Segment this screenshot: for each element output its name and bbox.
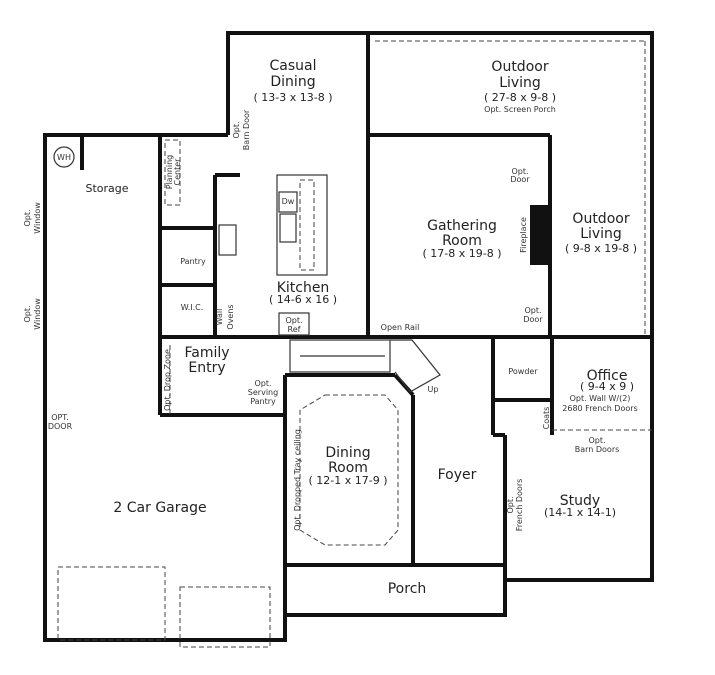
wall-ovens-label: Wall bbox=[215, 309, 224, 326]
family-entry-label: Family bbox=[184, 345, 229, 361]
tray-ceiling-label: Opt. Dropped Tray ceiling bbox=[293, 429, 302, 531]
wall-ovens-label-2: Ovens bbox=[226, 304, 235, 329]
dining-room-label: Dining bbox=[325, 445, 370, 461]
casual-dining-dims: ( 13-3 x 13-8 ) bbox=[253, 91, 332, 104]
serving-pantry-label-3: Pantry bbox=[250, 397, 276, 406]
opt-ref-label: Opt. bbox=[285, 316, 302, 325]
planning-center-label: Planning bbox=[165, 155, 174, 189]
water-heater bbox=[53, 146, 75, 168]
drop-zone-label: Opt. Drop Zone bbox=[163, 349, 172, 411]
outdoor-living-right-label: Outdoor bbox=[572, 211, 629, 227]
kitchen-label: Kitchen bbox=[277, 280, 330, 296]
barn-door-label: Opt. bbox=[232, 121, 241, 138]
french-doors-label-2: French Doors bbox=[515, 479, 524, 532]
pantry-label: Pantry bbox=[180, 257, 206, 266]
dining-room-label-2: Room bbox=[328, 460, 368, 476]
barn-doors-label: Opt. bbox=[588, 436, 605, 445]
dw-label: Dw bbox=[282, 197, 295, 206]
opt-door-bottom-label: Opt. bbox=[524, 306, 541, 315]
family-entry-label-2: Entry bbox=[188, 360, 225, 376]
coats-label: Coats bbox=[542, 407, 551, 430]
outdoor-living-top-label: Outdoor bbox=[491, 59, 548, 75]
barn-door-label-2: Barn Door bbox=[242, 109, 251, 150]
opt-door-top-label-2: Door bbox=[510, 175, 530, 184]
opt-window-2-label: Opt. bbox=[23, 305, 32, 322]
garage-label: 2 Car Garage bbox=[113, 500, 206, 516]
stairs bbox=[289, 339, 441, 393]
opt-ref-label-2: Ref bbox=[288, 325, 301, 334]
study-dims: (14-1 x 14-1) bbox=[544, 506, 616, 519]
kitchen-island bbox=[218, 174, 328, 336]
screen-porch-note: Opt. Screen Porch bbox=[484, 105, 556, 114]
serving-pantry-label-2: Serving bbox=[248, 388, 278, 397]
wh-label: WH bbox=[57, 153, 71, 162]
barn-doors-label-2: Barn Doors bbox=[575, 445, 620, 454]
office-note-1: Opt. Wall W/(2) bbox=[570, 394, 631, 403]
study-label: Study bbox=[560, 493, 600, 509]
garage-door-label-2: DOOR bbox=[48, 422, 73, 431]
opt-window-2-label-2: Window bbox=[33, 298, 42, 330]
open-rail-label: Open Rail bbox=[381, 323, 420, 332]
gathering-room-label-2: Room bbox=[442, 233, 482, 249]
up-label: Up bbox=[428, 385, 439, 394]
powder-label: Powder bbox=[508, 367, 538, 376]
outdoor-living-top-label-2: Living bbox=[499, 75, 541, 91]
casual-dining-label-2: Dining bbox=[270, 74, 315, 90]
serving-pantry-label: Opt. bbox=[254, 379, 271, 388]
planning-center-label-2: Center bbox=[173, 158, 182, 186]
gathering-room-label: Gathering bbox=[427, 218, 497, 234]
outdoor-living-right-label-2: Living bbox=[580, 226, 622, 242]
fireplace bbox=[530, 205, 550, 265]
opt-window-1-label: Opt. bbox=[23, 209, 32, 226]
dining-room-dims: ( 12-1 x 17-9 ) bbox=[308, 474, 387, 487]
wic-label: W.I.C. bbox=[181, 303, 204, 312]
kitchen-dims: ( 14-6 x 16 ) bbox=[269, 293, 337, 306]
office-note-2: 2680 French Doors bbox=[562, 404, 637, 413]
opt-window-1-label-2: Window bbox=[33, 202, 42, 234]
exterior-walls bbox=[43, 31, 654, 642]
opt-door-bottom-label-2: Door bbox=[523, 315, 543, 324]
casual-dining-label: Casual bbox=[270, 58, 317, 74]
outdoor-living-top-dims: ( 27-8 x 9-8 ) bbox=[484, 91, 556, 104]
dashed-lines bbox=[57, 40, 652, 648]
french-doors-label: Opt. bbox=[506, 496, 515, 513]
porch-label: Porch bbox=[388, 581, 427, 597]
garage-door-label: OPT. bbox=[51, 413, 69, 422]
storage-label: Storage bbox=[85, 182, 128, 195]
opt-door-top-label: Opt. bbox=[511, 167, 528, 176]
office-label: Office bbox=[587, 368, 628, 384]
foyer-label: Foyer bbox=[438, 467, 477, 483]
outdoor-living-right-dims: ( 9-8 x 19-8 ) bbox=[565, 242, 637, 255]
gathering-room-dims: ( 17-8 x 19-8 ) bbox=[422, 247, 501, 260]
office-dims: ( 9-4 x 9 ) bbox=[580, 380, 634, 393]
fireplace-label: Fireplace bbox=[519, 217, 528, 253]
